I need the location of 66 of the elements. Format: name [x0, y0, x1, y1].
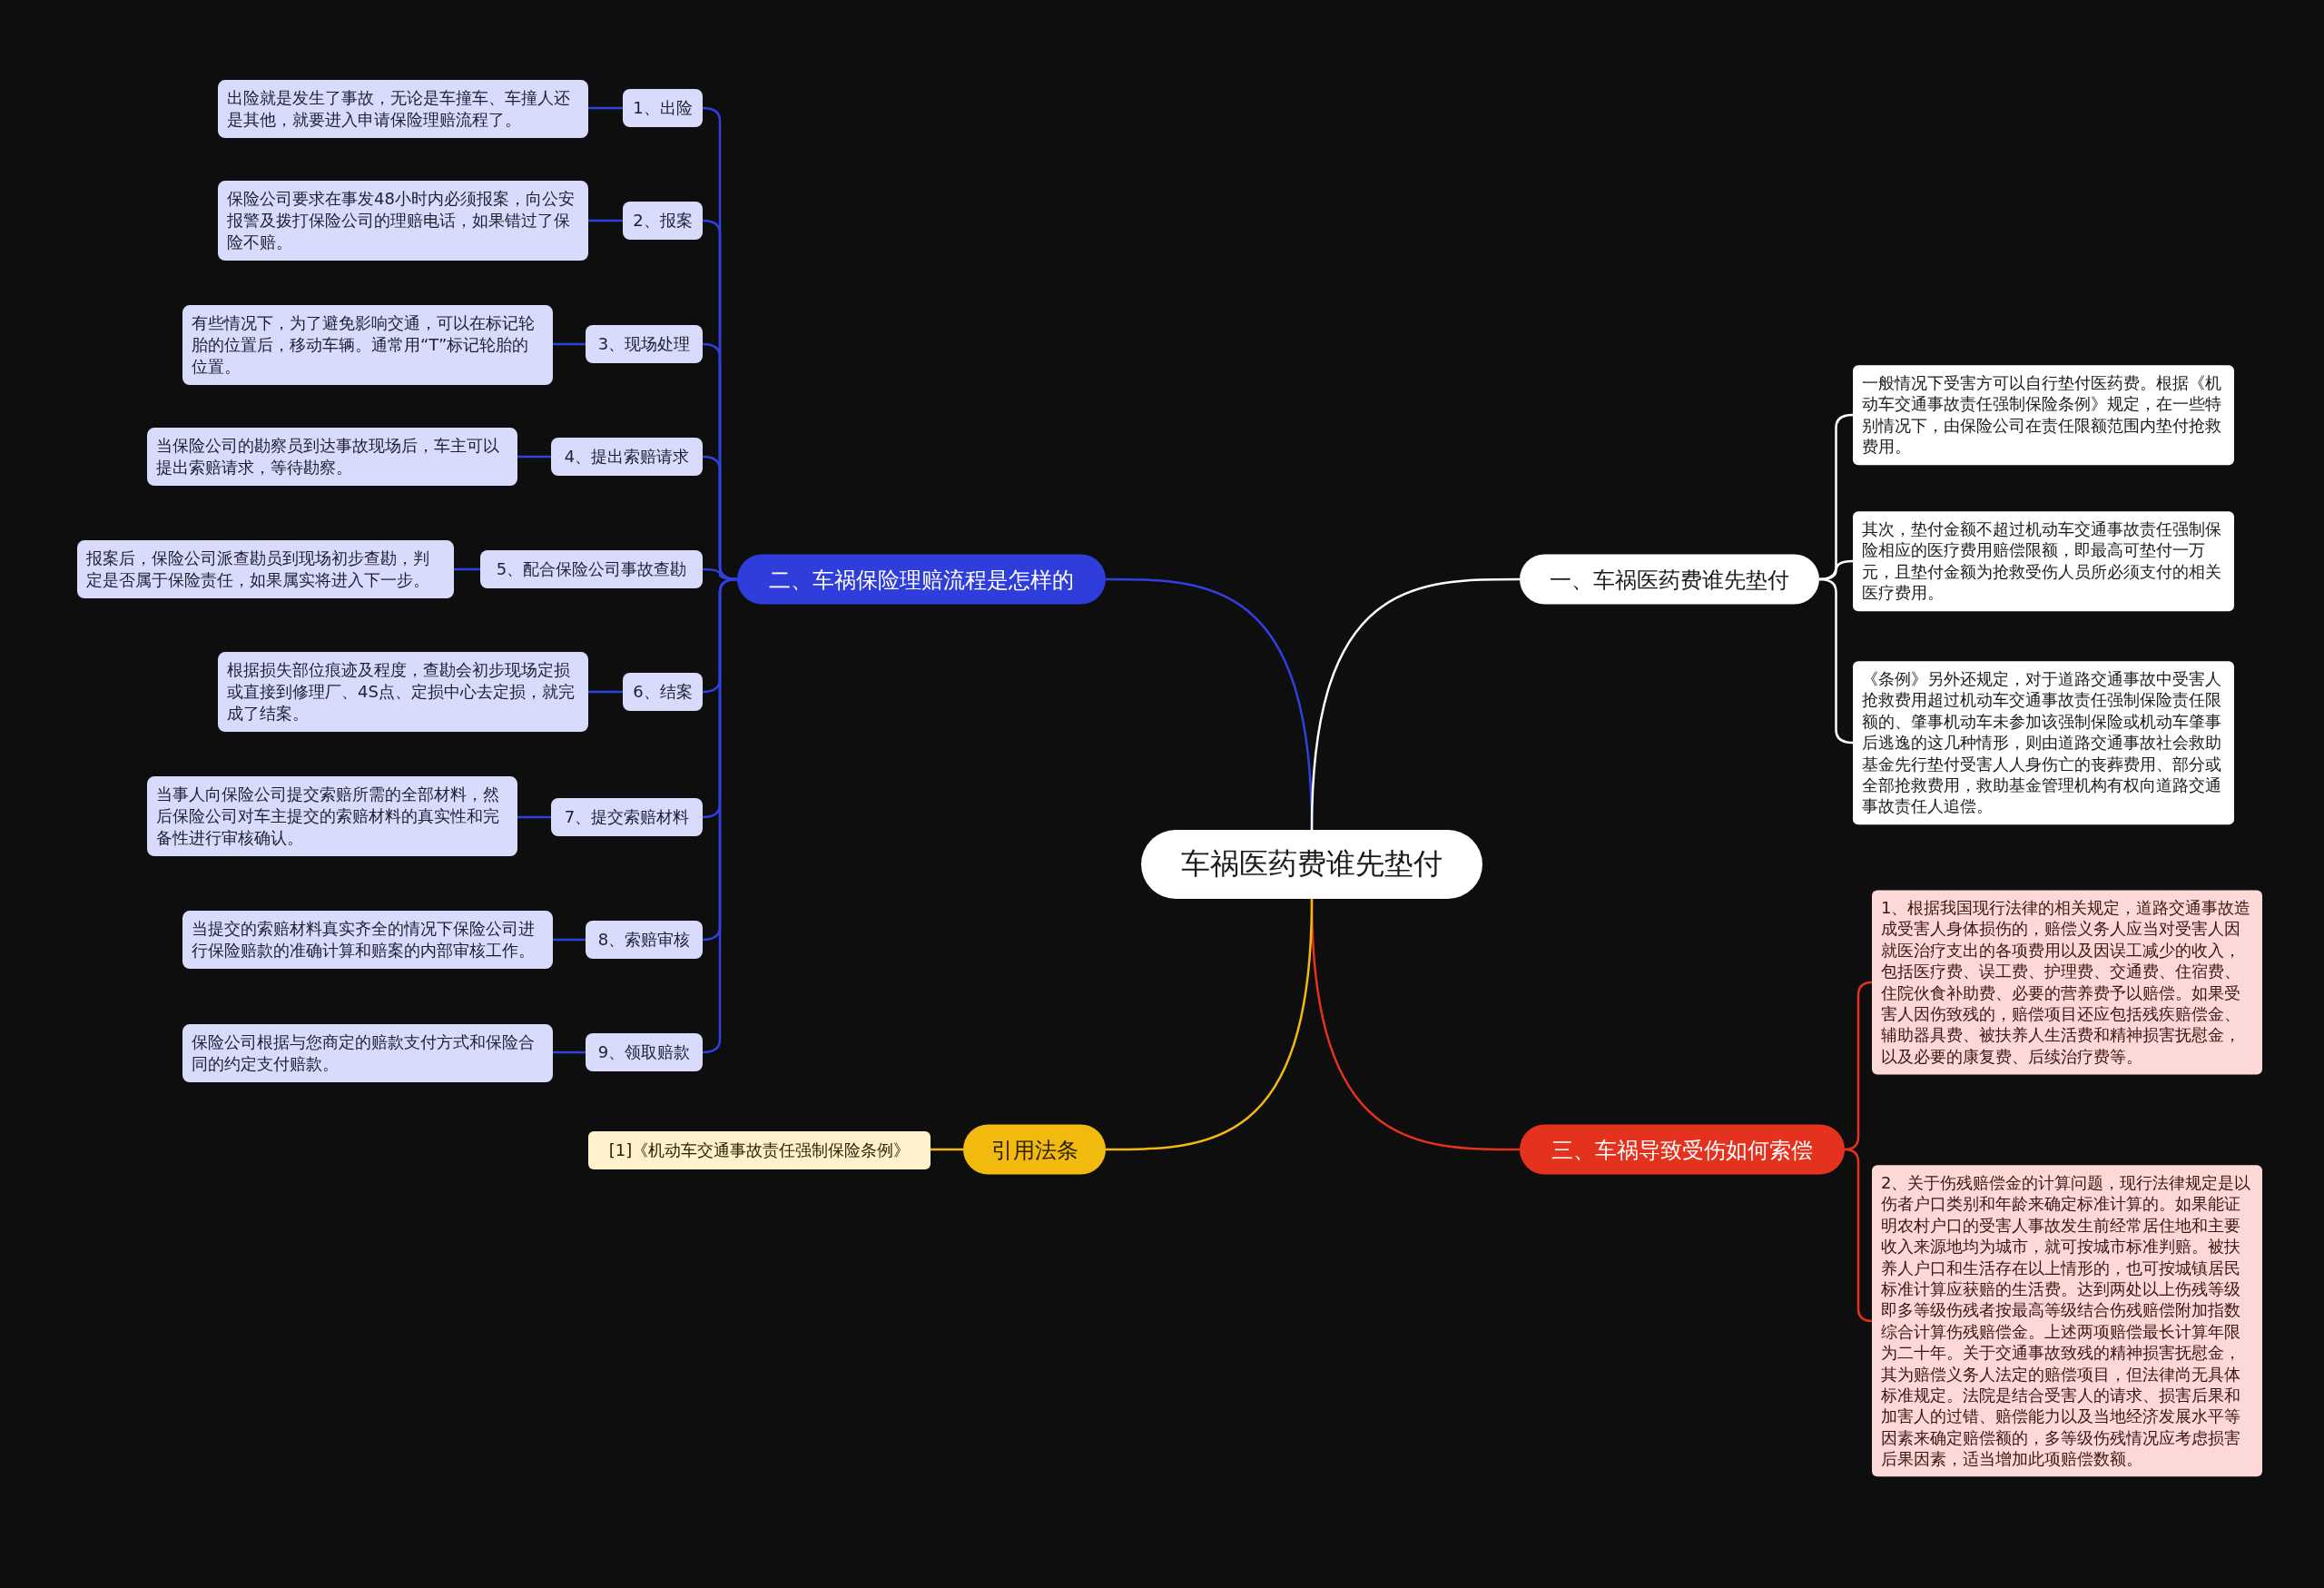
topic-box [1520, 554, 1819, 605]
topic-box [963, 1124, 1106, 1175]
topic-box [623, 202, 703, 240]
topic-text: 引用法条 [990, 1136, 1078, 1164]
topic-text: 8、索赔审核 [597, 929, 691, 951]
topic-box [1520, 1124, 1845, 1175]
connector-line [517, 815, 551, 819]
topic-text: 当保险公司的勘察员到达事故现场后，车主可以提出索赔请求，等待勘察。 [156, 435, 500, 478]
topic-text: 一、车祸医药费谁先垫付 [1550, 566, 1789, 594]
topic-box [586, 325, 703, 363]
topic-box [1853, 365, 2234, 465]
topic-text: 5、配合保险公司事故查勘 [496, 558, 687, 580]
topic-text: 一般情况下受害方可以自行垫付医药费。根据《机动车交通事故责任强制保险条例》规定，在一些特别情况下，由保险公司在责任限额范围内垫付抢救费用。 [1862, 372, 2222, 458]
topic-box [218, 652, 588, 732]
topic-box [147, 428, 517, 486]
topic-box [1853, 511, 2234, 611]
connector-line [588, 106, 623, 110]
topic-text: 二、车祸保险理赔流程是怎样的 [769, 566, 1074, 594]
topic-box [551, 438, 703, 476]
topic-box [182, 305, 553, 385]
topic-text: 保险公司根据与您商定的赔款支付方式和保险合同的约定支付赔款。 [192, 1031, 536, 1075]
topic-text: 三、车祸导致受伤如何索偿 [1551, 1136, 1813, 1164]
topic-box [588, 1131, 931, 1169]
topic-box [147, 776, 517, 856]
connector-line [1106, 898, 1314, 1151]
topic-text: 7、提交索赔材料 [564, 806, 690, 828]
topic-box [623, 89, 703, 127]
topic-text: 当事人向保险公司提交索赔所需的全部材料，然后保险公司对车主提交的索赔材料的真实性和完备性进行审核确认。 [156, 784, 500, 849]
topic-box [480, 550, 703, 588]
connector-line [588, 690, 623, 694]
topic-text: 报案后，保险公司派查勘员到现场初步查勘，判定是否属于保险责任，如果属实将进入下一步。 [86, 547, 430, 591]
topic-box [182, 1024, 553, 1082]
topic-text: 4、提出索赔请求 [564, 446, 690, 468]
connector-line [553, 938, 586, 942]
topic-box [77, 540, 454, 598]
topic-text: [1]《机动车交通事故责任强制保险条例》 [608, 1139, 911, 1161]
topic-text: 2、关于伤残赔偿金的计算问题，现行法律规定是以伤者户口类别和年龄来确定标准计算的。如果能证明农村户口的受害人事故发生前经常居住地和主要收入来源地均为城市，就可按城市标准判赔。被扶养人户口和生活存在以上情形的，也可按城镇居民标准计算应获赔的生活费。达到两处以上伤残等级即多等级伤残者按最高等级结合伤残赔偿附加指数综合计算伤残赔偿金。上述两项赔偿最长计算年限为二十年。关于交通事故致残的精神损害抚慰金，其为赔偿义务人法定的赔偿项目，但法律尚无具体标准规定。法院是结合受害人的请求、损害后果和加害人的过错、赔偿能力以及当地经济发展水平等因素来确定赔偿额的，多等级伤残情况应考虑损害后果因素，适当增加此项赔偿数额。 [1881, 1172, 2252, 1470]
topic-text: 1、根据我国现行法律的相关规定，道路交通事故造成受害人身体损伤的，赔偿义务人应当对受害人因就医治疗支出的各项费用以及因误工减少的收入，包括医疗费、误工费、护理费、交通费、住宿费、住院伙食补助费、必要的营养费予以赔偿。如果受害人因伤致残的，赔偿项目还应包括残疾赔偿金、辅助器具费、被扶养人生活费和精神损害抚慰金，以及必要的康复费、后续治疗费等。 [1881, 897, 2252, 1068]
topic-box [182, 911, 553, 969]
topic-box [623, 673, 703, 711]
topic-box [737, 554, 1106, 605]
topic-text: 1、出险 [633, 97, 693, 119]
topic-text: 《条例》另外还规定，对于道路交通事故中受害人抢救费用超过机动车交通事故责任强制保险责任限额的、肇事机动车未参加该强制保险或机动车肇事后逃逸的这几种情形，则由道路交通事故社会救助基金先行垫付受害人人身伤亡的丧葬费用、部分或全部抢救费用，救助基金管理机构有权向道路交通事故责任人追偿。 [1862, 668, 2222, 817]
connector-line [931, 1148, 963, 1151]
topic-box [586, 921, 703, 959]
topic-text: 根据损失部位痕迹及程度，查勘会初步现场定损或直接到修理厂、4S点、定损中心去定损，就完成了结案。 [227, 659, 576, 725]
topic-box [218, 181, 588, 261]
connector-line [1310, 577, 1520, 831]
topic-text: 2、报案 [633, 210, 693, 232]
connector-line [517, 455, 551, 459]
connector-line [454, 567, 480, 571]
topic-text: 车祸医药费谁先垫付 [1181, 845, 1443, 883]
topic-text: 有些情况下，为了避免影响交通，可以在标记轮胎的位置后，移动车辆。通常用“T”标记轮胎的位置。 [192, 312, 536, 378]
connector-line [553, 1050, 586, 1054]
topic-text: 6、结案 [633, 681, 693, 703]
topic-text: 9、领取赔款 [597, 1041, 691, 1063]
connector-line [588, 219, 623, 222]
topic-text: 当提交的索赔材料真实齐全的情况下保险公司进行保险赔款的准确计算和赔案的内部审核工作。 [192, 918, 536, 962]
topic-box [218, 80, 588, 138]
topic-text: 保险公司要求在事发48小时内必须报案，向公安报警及拨打保险公司的理赔电话，如果错过了保险不赔。 [227, 188, 576, 253]
topic-text: 出险就是发生了事故，无论是车撞车、车撞人还是其他，就要进入申请保险理赔流程了。 [227, 87, 571, 131]
connector-line [553, 342, 586, 346]
topic-text: 3、现场处理 [597, 333, 691, 355]
topic-box [551, 798, 703, 836]
topic-box [586, 1033, 703, 1071]
topic-text: 其次，垫付金额不超过机动车交通事故责任强制保险相应的医疗费用赔偿限额，即最高可垫付一万元，且垫付金额为抢救受伤人员所必须支付的相关医疗费用。 [1862, 518, 2222, 604]
